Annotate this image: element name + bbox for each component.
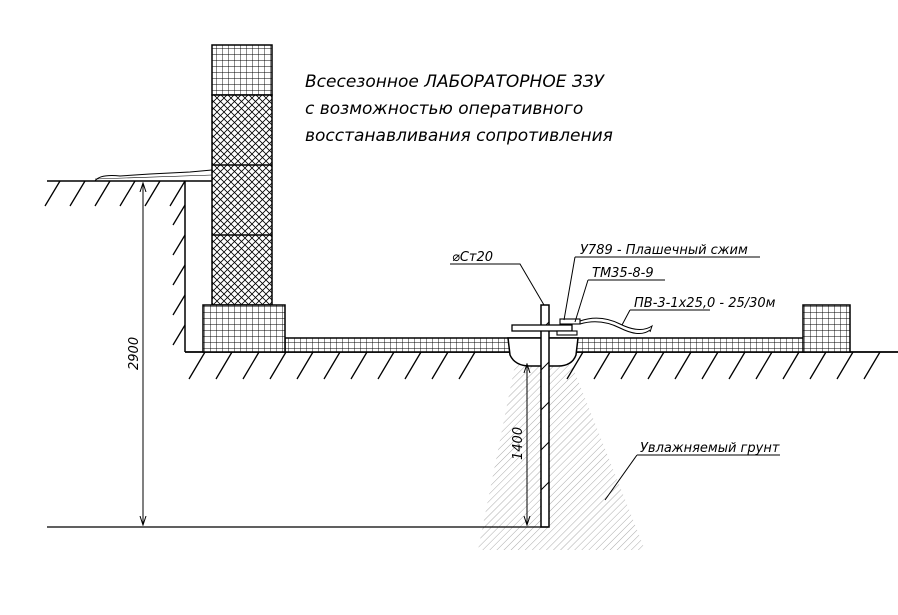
cable-label: ПВ-3-1x25,0 - 25/30м — [634, 296, 776, 311]
dimension-1400: 1400 — [511, 427, 526, 460]
column-base — [202, 304, 286, 353]
clamp-plate — [511, 324, 573, 332]
clamp-nut — [556, 330, 578, 336]
cable-lug — [559, 318, 581, 325]
ground-hatch — [188, 351, 881, 380]
rod-label: ⌀Ст20 — [452, 250, 493, 265]
title-line-2: с возможностью оперативного — [305, 99, 583, 119]
title-line-3: восстанавливания сопротивления — [305, 126, 613, 146]
column-body — [211, 94, 273, 306]
leaders — [450, 256, 780, 501]
clamp-label: У789 - Плашечный сжим — [580, 243, 748, 258]
cable — [579, 317, 653, 334]
soil-label: Увлажняемый грунт — [640, 441, 780, 456]
column-top-block — [211, 44, 273, 96]
title-line-1: Всесезонное ЛАБОРАТОРНОЕ ЗЗУ — [305, 72, 606, 92]
left-ground — [47, 169, 213, 352]
ground-rod — [540, 304, 550, 528]
hatch-strokes — [188, 351, 881, 380]
lug-label: ТМ35-8-9 — [592, 266, 654, 281]
dimension-2900: 2900 — [127, 337, 142, 370]
right-block — [802, 304, 851, 353]
moist-soil-zone — [478, 365, 645, 550]
left-ground-hatch — [44, 180, 186, 346]
